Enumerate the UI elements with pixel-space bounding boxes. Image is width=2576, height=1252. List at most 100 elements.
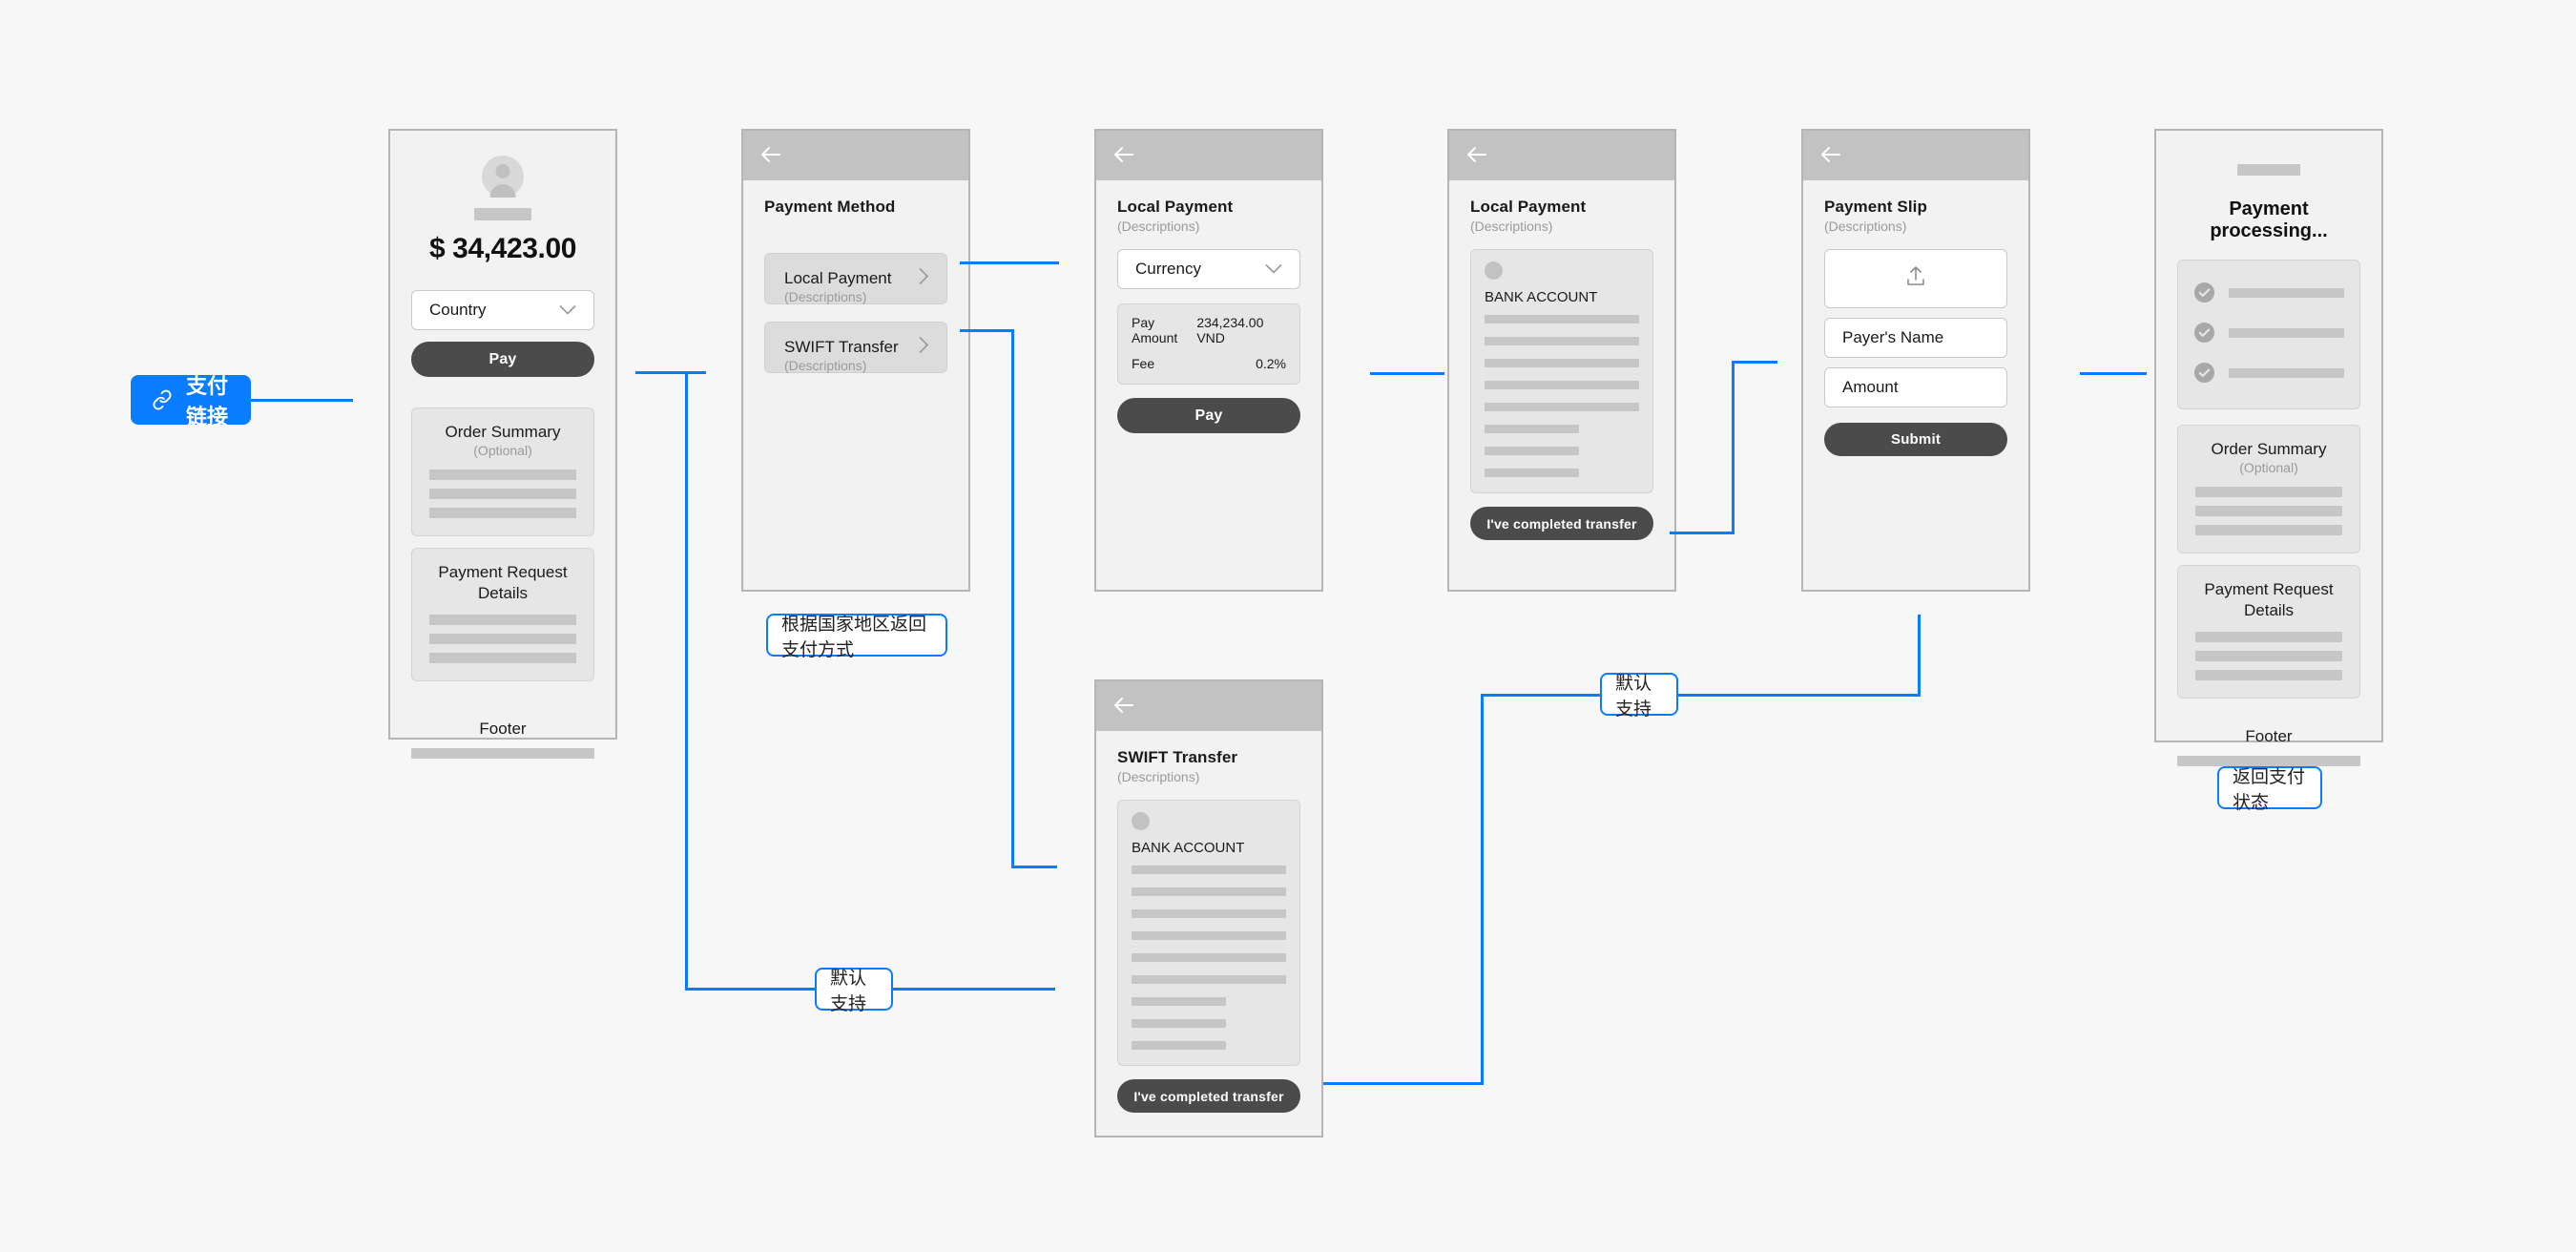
placeholder-line	[1485, 469, 1579, 477]
completed-transfer-button[interactable]: I've completed transfer	[1117, 1079, 1300, 1113]
pay-button[interactable]: Pay	[411, 342, 594, 377]
merchant-name-placeholder	[2237, 164, 2300, 176]
connector-checkout-to-chip1	[685, 988, 815, 991]
processing-heading: Payment processing...	[2210, 198, 2328, 241]
screen-body: SWIFT Transfer (Descriptions) BANK ACCOU…	[1096, 731, 1321, 1113]
pay-button-label: Pay	[1195, 407, 1223, 424]
connector-swift-confirm-up	[1481, 694, 1484, 1085]
placeholder-line	[429, 633, 576, 644]
placeholder-line	[2229, 287, 2344, 298]
completed-transfer-button[interactable]: I've completed transfer	[1470, 507, 1653, 540]
placeholder-line	[1485, 381, 1639, 389]
back-arrow-icon[interactable]	[1465, 145, 1489, 166]
chevron-down-icon	[1265, 259, 1282, 281]
footer-placeholder-line	[411, 747, 594, 759]
payment-request-details-title: Payment Request Details	[2204, 580, 2334, 619]
order-summary-subtitle: (Optional)	[473, 443, 532, 459]
annotation-pay-link[interactable]: 支付链接	[131, 374, 251, 428]
country-select[interactable]: Country	[411, 290, 594, 330]
annotation-default-support-1-label: 默认支持	[830, 968, 867, 1014]
connector-chip2-up-to-slip	[1918, 615, 1921, 697]
topbar	[1449, 131, 1674, 180]
back-arrow-icon[interactable]	[1818, 145, 1843, 166]
annotation-return-status[interactable]: 返回支付状态	[2217, 766, 2322, 813]
connector-slip-to-processing	[2080, 372, 2147, 375]
back-arrow-icon[interactable]	[1111, 696, 1136, 717]
screen-body: Local Payment (Descriptions) BANK ACCOUN…	[1449, 180, 1674, 540]
page-subtitle: (Descriptions)	[1117, 219, 1200, 234]
option-swift-transfer[interactable]: SWIFT Transfer (Descriptions)	[764, 322, 947, 373]
option-swift-transfer-label: SWIFT Transfer	[784, 338, 899, 356]
payers-name-placeholder: Payer's Name	[1842, 328, 1944, 346]
screen-payment-processing: Payment processing...	[2154, 129, 2383, 766]
option-local-payment-label: Local Payment	[784, 269, 892, 287]
placeholder-line	[429, 508, 576, 519]
annotation-methods-by-country[interactable]: 根据国家地区返回支付方式	[766, 614, 947, 660]
placeholder-line	[1132, 953, 1286, 962]
placeholder-line	[2195, 506, 2342, 517]
pay-button[interactable]: Pay	[1117, 398, 1300, 433]
page-title: Payment Slip	[1824, 198, 1927, 216]
placeholder-line	[2229, 367, 2344, 378]
placeholder-line	[2195, 669, 2342, 680]
country-select-value: Country	[429, 301, 487, 319]
submit-button[interactable]: Submit	[1824, 423, 2007, 456]
avatar	[482, 156, 524, 198]
connector-swift-option-down	[1011, 329, 1014, 867]
annotation-default-support-1[interactable]: 默认支持	[815, 968, 893, 1014]
currency-select[interactable]: Currency	[1117, 249, 1300, 289]
placeholder-line	[1132, 931, 1286, 940]
summary-row-value: 0.2%	[1256, 356, 1286, 371]
pay-button-label: Pay	[488, 350, 517, 367]
screen-payment-slip: Payment Slip (Descriptions) Payer's Name…	[1801, 129, 2030, 592]
connector-local-option-out	[960, 261, 1059, 264]
placeholder-line	[2195, 487, 2342, 498]
placeholder-line	[429, 470, 576, 481]
screen-payment-method: Payment Method Local Payment (Descriptio…	[741, 129, 970, 592]
screen-local-bank-account: Local Payment (Descriptions) BANK ACCOUN…	[1447, 129, 1676, 592]
payment-request-details-title: Payment Request Details	[438, 563, 568, 602]
chevron-right-icon	[919, 336, 929, 359]
processing-step	[2193, 282, 2344, 303]
payment-request-details-card: Payment Request Details	[2177, 565, 2360, 699]
submit-button-label: Submit	[1890, 431, 1942, 448]
placeholder-line	[1132, 866, 1286, 874]
payment-request-details-card: Payment Request Details	[411, 548, 594, 681]
summary-row: Fee 0.2%	[1132, 356, 1286, 371]
back-arrow-icon[interactable]	[758, 145, 783, 166]
connector-swift-option-out	[960, 329, 1013, 332]
connector-localbank-out	[1670, 532, 1735, 534]
chevron-down-icon	[559, 300, 576, 322]
amount-display: $ 34,423.00	[428, 233, 577, 264]
amount-field[interactable]: Amount	[1824, 367, 2007, 407]
placeholder-line	[1485, 337, 1639, 345]
footer-label: Footer	[2245, 726, 2293, 745]
connector-localpay-to-bank	[1370, 372, 1444, 375]
bank-logo-placeholder	[1485, 261, 1503, 280]
placeholder-line	[1485, 425, 1579, 433]
back-arrow-icon[interactable]	[1111, 145, 1136, 166]
bank-account-heading: BANK ACCOUNT	[1132, 840, 1245, 856]
connector-chip1-to-right	[893, 988, 1055, 991]
placeholder-line	[1132, 887, 1286, 896]
order-summary-title: Order Summary	[2211, 440, 2327, 458]
option-local-payment[interactable]: Local Payment (Descriptions)	[764, 253, 947, 304]
bank-account-card: BANK ACCOUNT	[1117, 800, 1300, 1066]
footer-label: Footer	[479, 719, 527, 738]
payers-name-field[interactable]: Payer's Name	[1824, 318, 2007, 358]
annotation-default-support-2[interactable]: 默认支持	[1600, 673, 1678, 720]
placeholder-line	[1485, 447, 1579, 455]
order-summary-card: Order Summary (Optional)	[2177, 425, 2360, 554]
summary-row: Pay Amount 234,234.00 VND	[1132, 315, 1286, 345]
order-summary-card: Order Summary (Optional)	[411, 407, 594, 537]
screen-checkout: $ 34,423.00 Country Pay Order Summary (O…	[388, 129, 617, 759]
placeholder-line	[2195, 650, 2342, 661]
screen-body: Payment Slip (Descriptions) Payer's Name…	[1803, 180, 2028, 456]
bank-account-heading: BANK ACCOUNT	[1485, 289, 1598, 305]
payment-summary-card: Pay Amount 234,234.00 VND Fee 0.2%	[1117, 303, 1300, 385]
connector-checkout-pay-out	[635, 371, 706, 374]
processing-step	[2193, 322, 2344, 344]
annotation-default-support-2-label: 默认支持	[1615, 673, 1652, 720]
slip-upload-dropzone[interactable]	[1824, 249, 2007, 308]
